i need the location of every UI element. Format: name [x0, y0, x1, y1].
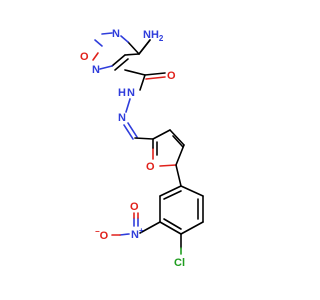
bond-c-o-double: [145, 76, 166, 80]
bond-c-nh2: [138, 39, 151, 55]
furazan-n-bottom-label: N: [92, 64, 100, 76]
bond-p6: [159, 185, 182, 197]
bond-n-ch: [127, 122, 138, 138]
bond-p1: [180, 185, 204, 197]
phenyl-ring: [159, 185, 204, 235]
furan-o-label: O: [146, 161, 155, 173]
bond-p4-double: [163, 218, 182, 230]
chlorine-label: Cl: [174, 257, 185, 269]
hydrazone-n-label: N: [118, 112, 126, 124]
amine-label: NH2: [143, 29, 164, 43]
bond-c-o: [144, 72, 166, 76]
bond-n-ch-double: [123, 124, 134, 140]
bond-c-no2: [139, 221, 161, 234]
nitro-o-top-label: O: [130, 201, 139, 213]
bond-o-n: [92, 52, 99, 61]
hydrazide-nh-label: N: [127, 87, 135, 99]
bond-n-o: [94, 39, 103, 47]
bond-f1: [152, 129, 171, 140]
bond-n-o-left: [119, 233, 130, 236]
nitro-n-label: N+: [131, 226, 144, 241]
bond-ring: [124, 53, 140, 56]
molecule-diagram: NH2 N O N O H N N O: [80, 28, 204, 269]
furazan-o-label: O: [80, 51, 89, 63]
bond-n-c: [99, 65, 113, 70]
bond-c-nh: [139, 74, 146, 91]
bond-f4: [159, 164, 177, 167]
bond-ch-furan: [134, 137, 154, 140]
bond-c3-n: [127, 41, 140, 55]
bond-c-c: [111, 54, 126, 67]
hydrazide-h-label: H: [118, 87, 126, 99]
bond-n-n-hydrazone: [125, 98, 131, 113]
bond-furan-phenyl: [175, 164, 182, 187]
bond-f2-double: [172, 135, 184, 148]
bond-p4: [159, 221, 182, 235]
bond-n-n: [101, 32, 113, 35]
furan-ring: [152, 129, 185, 167]
bond-p3: [180, 221, 204, 235]
bond-f3: [175, 144, 185, 166]
carbonyl-o-label: O: [167, 70, 176, 82]
bond-c-c-double: [114, 58, 129, 71]
bond-n-top: [120, 35, 129, 43]
bond-p6-double: [163, 190, 182, 200]
nitro-o-minus-label: −O: [95, 227, 109, 242]
furazan-n-top-label: N: [112, 28, 120, 40]
bond-f2: [169, 129, 185, 146]
structure-svg: NH2 N O N O H N N O: [80, 28, 204, 269]
bond-ring-carbonyl: [124, 69, 146, 76]
